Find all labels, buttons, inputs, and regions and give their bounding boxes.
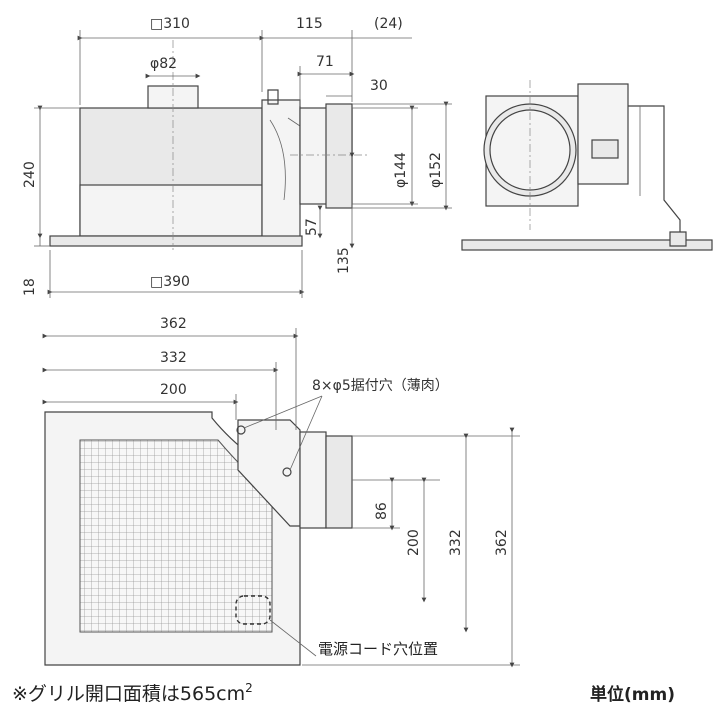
dim-362-h: 362 — [160, 316, 187, 332]
dim-332-h: 332 — [160, 350, 187, 366]
dim-flange: 71 — [316, 54, 334, 70]
side-base-panel — [461, 239, 713, 251]
mount-hole-label: 8×φ5据付穴（薄肉） — [312, 378, 449, 394]
dim-top-duct: φ82 — [150, 56, 177, 72]
dim-low: 57 — [304, 218, 320, 236]
mount-hole-1 — [236, 425, 246, 435]
dim-200-h: 200 — [160, 382, 187, 398]
side-terminal — [591, 139, 619, 159]
dim-panel: □390 — [150, 274, 190, 290]
dim-inner-dia: φ144 — [393, 152, 409, 188]
dim-duct-offset: 115 — [296, 16, 323, 32]
grille-note-sup: 2 — [245, 681, 253, 695]
cord-hole — [235, 595, 271, 625]
cord-hole-label: 電源コード穴位置 — [318, 640, 438, 658]
dim-86-v: 86 — [374, 502, 390, 520]
outlet-flange — [325, 103, 353, 209]
base-panel — [49, 235, 303, 247]
fan-body-lower — [79, 184, 263, 237]
footer: ※グリル開口面積は565cm2 単位(mm) — [12, 681, 675, 705]
front-view: □310 115 (24) φ82 71 30 240 18 □390 φ144… — [22, 16, 452, 298]
mount-hole-2 — [282, 467, 292, 477]
dim-outer-dia: φ152 — [428, 152, 444, 188]
dim-flange-short: 30 — [370, 78, 388, 94]
dim-332-v: 332 — [448, 529, 464, 556]
dim-width: □310 — [150, 16, 190, 32]
dim-200-v: 200 — [406, 529, 422, 556]
dim-base-height: 18 — [22, 278, 38, 296]
grille-note: ※グリル開口面積は565cm2 — [12, 681, 253, 705]
dim-height: 240 — [22, 161, 38, 188]
bottom-view: 362 332 200 8×φ5据付穴（薄肉） 86 200 332 362 電… — [42, 316, 520, 668]
grille-note-text: ※グリル開口面積は565cm — [12, 683, 245, 705]
dim-extra: (24) — [374, 16, 403, 32]
side-view — [461, 80, 713, 251]
dim-duct-center: 135 — [336, 247, 352, 274]
bottom-flange — [325, 435, 353, 529]
connector-housing — [261, 99, 301, 241]
side-motor-box — [577, 83, 629, 185]
bottom-duct — [299, 431, 327, 529]
unit-label: 単位(mm) — [590, 684, 675, 705]
dim-362-v: 362 — [494, 529, 510, 556]
